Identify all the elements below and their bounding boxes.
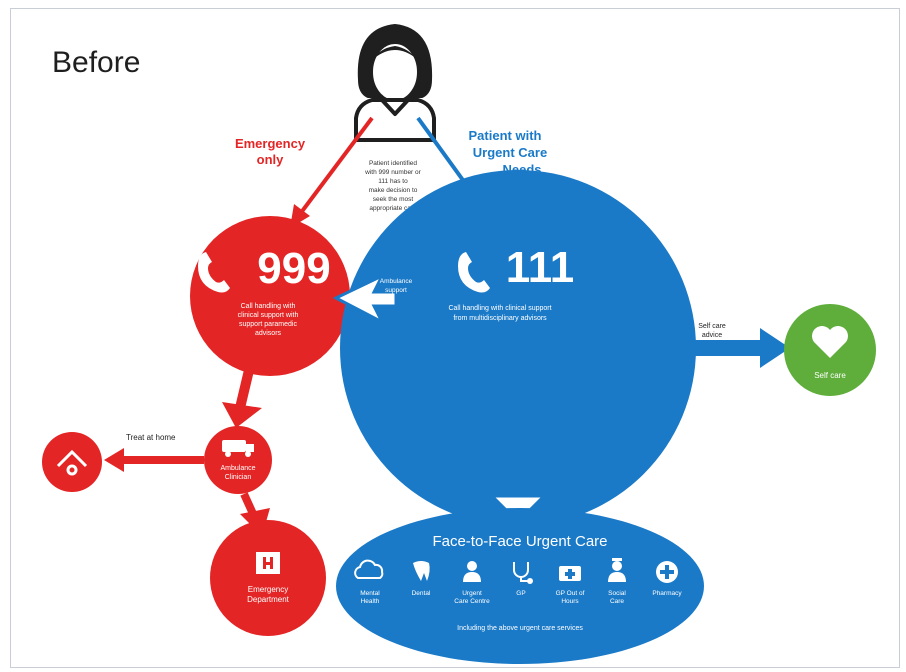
emergency-label-1: Emergency — [235, 136, 306, 151]
emergency-dept-label-1: Emergency — [248, 585, 288, 594]
service-label: GP Out of — [556, 590, 585, 597]
svg-text:seek the most: seek the most — [373, 196, 414, 203]
urgent-label-1: Patient with — [469, 128, 542, 143]
svg-text:111 has to: 111 has to — [378, 178, 408, 185]
face-to-face-footer: Including the above urgent care services — [457, 625, 583, 632]
svg-text:Call handling with clinical su: Call handling with clinical support — [448, 305, 551, 312]
ambulance-icon — [222, 440, 254, 457]
svg-text:make decision to: make decision to — [369, 187, 418, 194]
nurse-icon — [608, 558, 626, 582]
service-label: Care Centre — [454, 598, 490, 605]
svg-text:appropriate care: appropriate care — [369, 205, 417, 212]
service-label: Pharmacy — [652, 590, 682, 597]
emergency-label-2: only — [257, 152, 284, 167]
node-999-number: 999 — [257, 244, 330, 293]
home-icon — [56, 449, 88, 476]
stethoscope-icon — [513, 562, 533, 584]
phone-icon-111 — [458, 252, 490, 293]
service-label: Mental — [360, 590, 380, 597]
urgent-label-2: Urgent Care — [473, 145, 547, 160]
face-to-face-ellipse — [336, 508, 704, 664]
treat-at-home-label: Treat at home — [126, 433, 176, 442]
svg-text:support paramedic: support paramedic — [239, 321, 297, 328]
service-item: Pharmacy — [652, 561, 682, 597]
node-111-circle — [340, 170, 696, 526]
image-frame — [10, 8, 900, 668]
service-label: Care — [610, 598, 624, 605]
self-care-arrow — [690, 328, 790, 368]
ambulance-support-label-2: support — [385, 287, 407, 294]
home-circle — [42, 432, 102, 492]
self-care-advice-label-2: advice — [702, 332, 722, 339]
emergency-dept-circle — [210, 520, 326, 636]
service-label: Social — [608, 590, 626, 597]
face-to-face-title: Face-to-Face Urgent Care — [432, 533, 607, 550]
heart-icon — [812, 326, 848, 358]
patient-figure-icon — [354, 24, 436, 142]
plus-cross-icon — [656, 561, 678, 583]
service-label: Dental — [412, 590, 431, 597]
heading: Before — [52, 46, 140, 79]
service-label: Health — [361, 598, 380, 605]
treat-at-home-arrow — [104, 448, 204, 472]
node-999-circle — [190, 216, 350, 376]
node-111-desc: Call handling with clinical support from… — [448, 305, 551, 322]
hospital-icon — [256, 552, 280, 574]
patient-note: Patient identified with 999 number or 11… — [364, 160, 421, 212]
medical-bag-icon — [559, 566, 581, 581]
service-label: Hours — [561, 598, 579, 605]
svg-text:advisors: advisors — [255, 330, 282, 337]
service-label: GP — [516, 590, 525, 597]
emergency-dept-label-2: Department — [247, 595, 290, 604]
ambulance-circle — [204, 426, 272, 494]
svg-text:clinical support with: clinical support with — [238, 312, 299, 319]
person-icon — [463, 561, 481, 582]
svg-text:Patient identified: Patient identified — [369, 160, 417, 167]
ambulance-support-label-1: Ambulance — [380, 278, 413, 285]
self-care-advice-label-1: Self care — [698, 323, 726, 330]
svg-text:with 999 number or: with 999 number or — [364, 169, 421, 176]
emergency-arrow — [290, 116, 374, 228]
self-care-label: Self care — [814, 371, 846, 380]
cloud-icon — [354, 559, 384, 579]
ambulance-label-2: Clinician — [225, 474, 252, 481]
arrow-999-to-ambulance — [222, 364, 262, 428]
svg-text:from multidisciplinary advisor: from multidisciplinary advisors — [453, 315, 547, 322]
node-999-desc: Call handling with clinical support with… — [238, 303, 299, 337]
phone-icon-999 — [198, 252, 230, 293]
ambulance-label-1: Ambulance — [220, 465, 255, 472]
service-label: Urgent — [462, 590, 482, 597]
ambulance-support-arrow — [332, 272, 398, 326]
tooth-icon — [413, 561, 430, 581]
svg-text:Call handling with: Call handling with — [241, 303, 296, 310]
service-item: GP — [513, 562, 533, 597]
service-item: Dental — [412, 561, 431, 597]
node-111-number: 111 — [506, 243, 575, 292]
